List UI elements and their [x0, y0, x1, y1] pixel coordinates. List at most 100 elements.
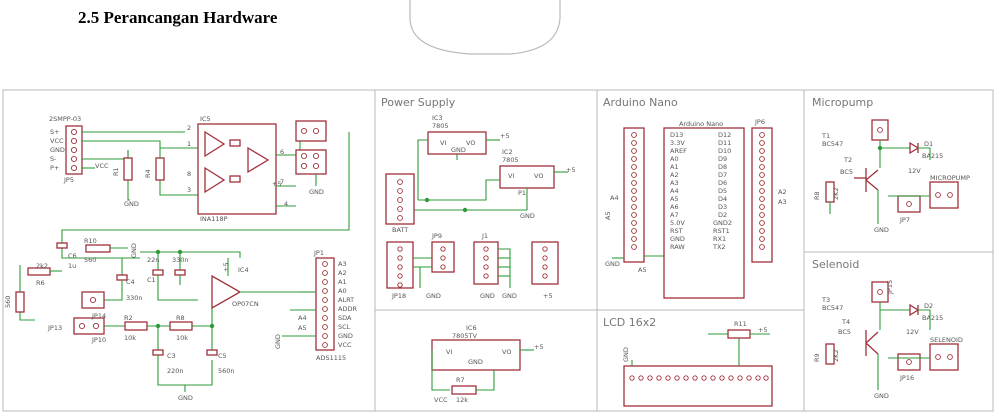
c4-label: C4 — [126, 278, 135, 286]
jp5-ref-label: 2SMPP-03 — [49, 115, 81, 123]
ads-pin-2: A1 — [338, 278, 347, 286]
svg-text:RX1: RX1 — [713, 235, 726, 243]
section-heading: 2.5 Perancangan Hardware — [78, 8, 278, 27]
batt-label: BATT — [392, 226, 408, 234]
ic5-part-label: INA118P — [200, 215, 228, 223]
j1-label: J1 — [481, 232, 488, 240]
resistor-r4 — [155, 157, 165, 181]
r9-label: R9 — [813, 353, 821, 362]
ads1115-connector — [315, 257, 335, 351]
gnd-r10: GND — [130, 243, 138, 258]
capacitor-c2 — [174, 269, 186, 276]
ads-pin-6: SDA — [338, 314, 352, 322]
jp1-label: JP1 — [313, 249, 324, 257]
ads-pin-0: A3 — [338, 260, 347, 268]
svg-text:RST: RST — [670, 227, 683, 235]
gnd-j1a: GND — [480, 292, 495, 300]
ic2-vi: VI — [508, 172, 514, 180]
r10-value: 560 — [84, 256, 96, 264]
ic6-vo: VO — [502, 348, 511, 356]
ic5-pin-8: 8 — [187, 170, 191, 178]
svg-text:D3: D3 — [718, 203, 727, 211]
gnd-r1: GND — [124, 200, 139, 208]
ic4-label: IC4 — [238, 266, 249, 274]
section-title-lcd: LCD 16x2 — [603, 316, 656, 329]
arduino-left-pins — [631, 132, 637, 250]
ic6-vi: VI — [446, 348, 452, 356]
svg-text:GND2: GND2 — [713, 219, 732, 227]
svg-text:3.3V: 3.3V — [670, 139, 685, 147]
t3-part: BC547 — [822, 304, 843, 312]
section-title-arduino-nano: Arduino Nano — [603, 96, 678, 109]
ic6-label: IC6 — [466, 324, 477, 332]
selenoid-connector — [929, 343, 959, 371]
ic4-part-label: OP07CN — [232, 300, 259, 308]
ads1115-label: ADS1115 — [316, 354, 346, 362]
gnd-ic2: GND — [520, 212, 535, 220]
gnd-lcd: GND — [622, 347, 630, 362]
jp5-pins — [70, 128, 78, 172]
r8-label: R8 — [813, 191, 821, 200]
jp13-label: JP13 — [47, 324, 62, 332]
c3-value: 220n — [167, 367, 184, 375]
arduino-name: Arduino Nano — [679, 120, 723, 128]
logo-watermark — [409, 0, 561, 55]
gnd-ads: GND — [274, 334, 282, 349]
gnd-micropump: GND — [874, 226, 889, 234]
plus5-ic6: +5 — [534, 343, 544, 351]
svg-text:RST1: RST1 — [713, 227, 730, 235]
svg-text:A5: A5 — [670, 195, 679, 203]
jp14-label: JP14 — [91, 312, 106, 320]
ic5-pin-4: 4 — [284, 200, 288, 208]
svg-text:A0: A0 — [670, 155, 679, 163]
section-title-micropump: Micropump — [812, 96, 873, 109]
resistor-r1 — [123, 157, 133, 181]
svg-text:A6: A6 — [670, 203, 679, 211]
r2-label: R2 — [124, 314, 133, 322]
svg-text:D10: D10 — [718, 147, 731, 155]
ic6-part-label: 7805TV — [452, 332, 478, 340]
c6-label: C6 — [68, 252, 77, 260]
resistor-r8b — [169, 321, 193, 331]
c1-value: 22n — [147, 256, 159, 264]
capacitor-c3 — [152, 349, 164, 356]
arduino-a3: A3 — [778, 198, 787, 206]
arduino-right-header — [751, 127, 773, 263]
output-connector-1 — [295, 120, 327, 142]
r8b-label: R8 — [176, 314, 185, 322]
opamp-2 — [204, 166, 226, 194]
ads-pin-9: VCC — [338, 341, 352, 349]
vcc-ic6: VCC — [434, 396, 448, 404]
c2-value: 330n — [172, 256, 189, 264]
lcd-connector — [623, 365, 773, 407]
schematic-frame — [2, 89, 994, 412]
r4-label: R4 — [144, 169, 152, 178]
gnd-selenoid: GND — [874, 392, 889, 400]
output-connector-2 — [295, 149, 327, 175]
svg-text:A2: A2 — [670, 171, 679, 179]
jp13-connector — [73, 317, 105, 335]
ic5-label: IC5 — [200, 115, 211, 123]
arduino-right-pinlabels: D12 D11 D10 D9 D8 D7 D6 D5 D4 D3 D2 GND2… — [712, 131, 732, 251]
gnd-j1b: GND — [502, 292, 517, 300]
r6-value: 2k2 — [36, 262, 48, 270]
d1-part: BA215 — [922, 152, 943, 160]
resistor-r5 — [15, 291, 25, 313]
ic3-part-label: 7805 — [432, 122, 449, 130]
svg-text:D11: D11 — [718, 139, 731, 147]
arduino-left-pinlabels: D13 3.3V AREF A0 A1 A2 A3 A4 A5 A6 A7 5.… — [670, 131, 687, 251]
plus5-ic4: +5 — [222, 262, 230, 272]
r6-label: R6 — [36, 279, 45, 287]
svg-text:D8: D8 — [718, 163, 727, 171]
jp6-label: JP6 — [754, 118, 765, 126]
arduino-nano-ic — [663, 127, 745, 299]
svg-text:TX2: TX2 — [712, 243, 726, 251]
ic2-vo: VO — [534, 172, 543, 180]
r2-value: 10k — [124, 334, 136, 342]
opamp-1 — [204, 130, 226, 158]
plus5-ic2: +5 — [566, 166, 576, 174]
jp5-pin-4: P+ — [50, 164, 59, 172]
plus5-ic3: +5 — [500, 132, 510, 140]
c6-value: 1u — [68, 262, 76, 270]
